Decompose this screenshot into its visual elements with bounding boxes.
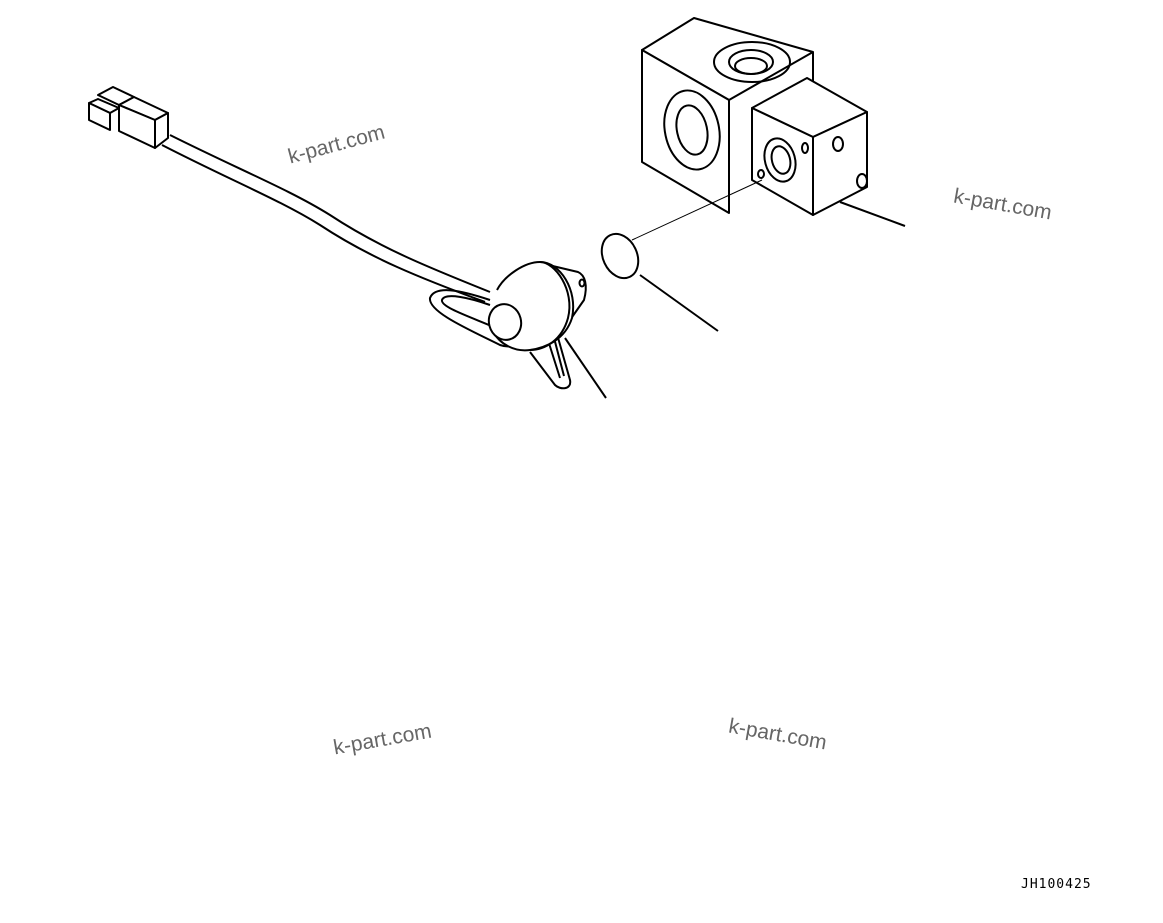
- drawing-code: JH100425: [1021, 877, 1092, 892]
- connector-harness: [88, 86, 515, 348]
- valve-block: [641, 17, 868, 216]
- leader-line-block: [839, 201, 906, 227]
- solenoid: [487, 261, 607, 399]
- assembly-line: [631, 179, 763, 241]
- o-ring: [600, 232, 640, 280]
- leader-line-o-ring: [639, 274, 719, 332]
